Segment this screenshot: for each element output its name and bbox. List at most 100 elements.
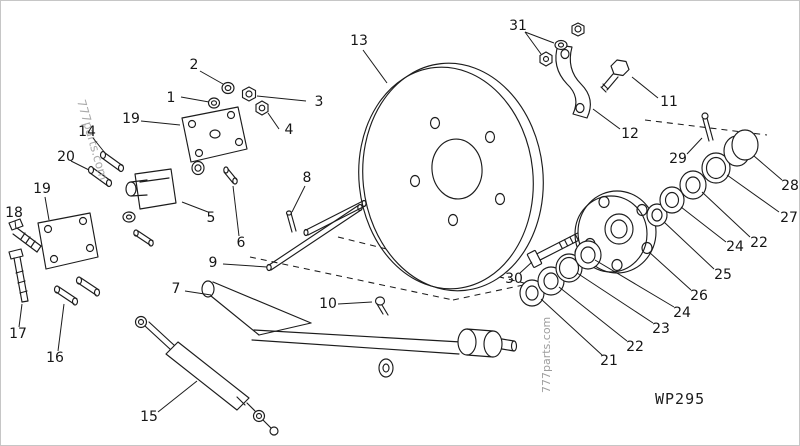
part-callout-18: 18 (5, 205, 23, 221)
pin-small-lower (133, 229, 154, 247)
pin-14 (99, 150, 125, 173)
retainer-27 (701, 152, 731, 184)
part-callout-17: 17 (9, 326, 27, 342)
leader-line-3 (256, 95, 307, 102)
bearing-22-outer (679, 170, 707, 200)
part-callout-21: 21 (600, 353, 618, 369)
washer-25 (646, 203, 668, 227)
leader-line-13 (362, 49, 388, 84)
bearing-24-inner (574, 240, 602, 270)
linkage-rod-9 (266, 203, 363, 272)
pin-16a (53, 285, 79, 306)
part-callout-20: 20 (57, 149, 75, 165)
leader-line-11 (631, 76, 659, 99)
part-callout-9: 9 (209, 255, 218, 271)
washer-31 (554, 39, 568, 51)
leader-line-18 (14, 220, 17, 230)
gauge-wheel-arm-7 (201, 280, 518, 358)
bolt-30 (526, 230, 586, 268)
leader-line-25 (663, 221, 715, 270)
mounting-plate-19-upper (181, 106, 248, 163)
leader-line-4 (267, 112, 280, 130)
part-callout-4: 4 (285, 122, 294, 138)
part-callout-2: 2 (190, 57, 199, 73)
leader-line-26 (648, 251, 692, 291)
part-callout-19: 19 (33, 181, 51, 197)
leader-line-24 (594, 259, 675, 308)
part-callout-10: 10 (319, 296, 337, 312)
pivot-casting-5 (122, 168, 177, 223)
leader-line-6 (232, 185, 240, 237)
nut-3 (241, 86, 257, 102)
part-callout-16: 16 (46, 350, 64, 366)
disc-wheel-13 (358, 62, 544, 292)
part-callout-11: 11 (660, 94, 678, 110)
watermark-vertical: 777parts.com (540, 317, 553, 393)
leader-line-21 (540, 298, 603, 356)
nut-31-lower (539, 51, 553, 67)
bolt-11 (600, 59, 630, 93)
nut-31-top (571, 22, 585, 37)
part-callout-6: 6 (237, 235, 246, 251)
pin-16b (75, 276, 101, 297)
part-callout-15: 15 (140, 409, 158, 425)
part-callout-23: 23 (652, 321, 670, 337)
mounting-plate-19-lower (37, 212, 99, 270)
part-callout-22: 22 (750, 235, 768, 251)
leader-line-19 (140, 120, 181, 126)
leader-line-23 (576, 272, 654, 324)
leader-line-9 (222, 263, 268, 268)
leader-line-10 (337, 301, 373, 305)
part-callout-29: 29 (669, 151, 687, 167)
part-callout-27: 27 (780, 210, 798, 226)
leader-line-22 (558, 286, 628, 342)
leader-line-5 (181, 201, 209, 213)
leader-line-16 (57, 303, 65, 352)
bolt-10 (374, 296, 389, 316)
leader-line-17 (18, 303, 23, 328)
part-callout-8: 8 (303, 170, 312, 186)
bolt-17 (8, 248, 29, 303)
leader-line-28 (753, 155, 783, 181)
part-callout-24: 24 (726, 239, 744, 255)
leader-line-27 (726, 174, 780, 213)
part-callout-30: 30 (505, 271, 523, 287)
gas-strut-15 (134, 315, 279, 436)
dust-cap-28 (723, 129, 759, 167)
leader-line-30 (519, 261, 533, 274)
leader-line-7 (184, 290, 212, 296)
leader-line-15 (157, 380, 198, 413)
part-callout-12: 12 (621, 126, 639, 142)
part-callout-14: 14 (78, 124, 96, 140)
part-callout-1: 1 (167, 90, 176, 106)
leader-line-31 (524, 31, 542, 55)
diagram-code: WP295 (655, 390, 705, 408)
washer-2 (221, 81, 235, 95)
bearing-24-outer (659, 186, 685, 214)
leader-line-20 (70, 160, 90, 171)
part-callout-5: 5 (207, 210, 216, 226)
part-callout-24: 24 (673, 305, 691, 321)
leader-line-19 (44, 196, 50, 221)
part-callouts: 1234567891011121314151617181919202122232… (5, 18, 799, 425)
cotter-pin-29 (701, 112, 714, 142)
leader-line-8 (291, 185, 306, 213)
leader-line-2 (199, 70, 224, 85)
part-callout-25: 25 (714, 267, 732, 283)
pin-8 (285, 210, 297, 233)
part-callout-28: 28 (781, 178, 799, 194)
leader-line-24 (680, 206, 727, 243)
part-callout-26: 26 (690, 288, 708, 304)
part-callout-13: 13 (350, 33, 368, 49)
bushing-under-plate (191, 160, 205, 176)
leader-line-29 (686, 137, 703, 155)
leader-line-14 (92, 137, 106, 154)
part-callout-22: 22 (626, 339, 644, 355)
part-callout-31: 31 (509, 18, 527, 34)
leader-line-1 (180, 96, 210, 103)
washer-arm (378, 358, 394, 378)
pin-6 (223, 166, 238, 185)
bolt-18 (8, 218, 42, 253)
